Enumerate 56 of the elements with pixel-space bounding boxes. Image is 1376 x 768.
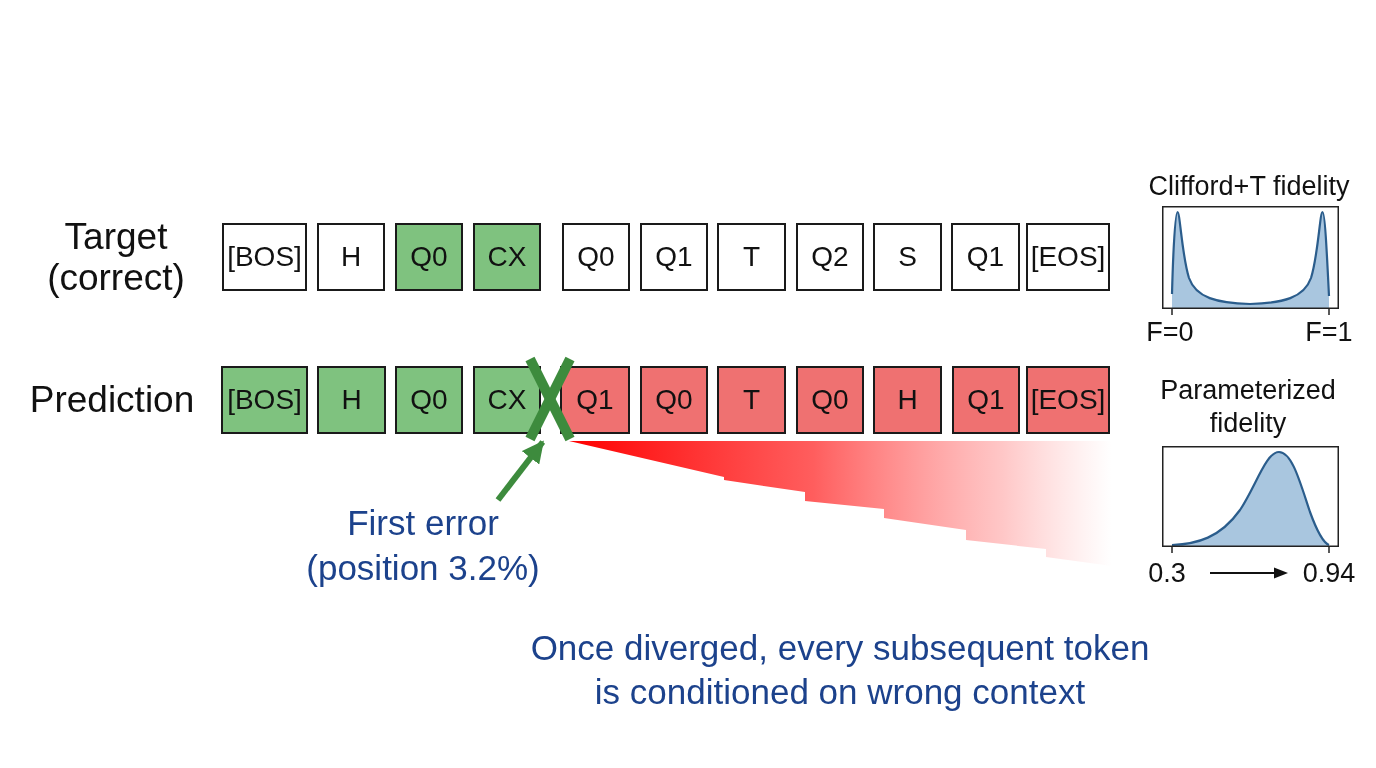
token-label: [EOS] [1030,241,1106,273]
token-box [473,366,541,434]
token-box [560,366,630,434]
row-label: Target (correct) [46,216,186,298]
callout-text: First error (position 3.2%) [305,502,541,589]
token-box [640,366,708,434]
token-label: Q0 [410,384,448,416]
token-label: [BOS] [227,384,302,416]
token-label: [BOS] [227,241,302,273]
cross-mark-icon [524,356,576,442]
token-box [222,223,307,291]
tick-label: F=0 [1146,316,1194,348]
arrow [495,440,546,502]
tick-label: 0.3 [1148,557,1186,589]
note-text: Once diverged, every subsequent token is conditioned on wrong context [529,627,1151,713]
token-box [873,223,942,291]
token-box [317,366,386,434]
token-label: Q2 [811,241,849,273]
token-label: H [897,384,918,416]
token-label: Q0 [577,241,615,273]
token-label: Q1 [967,384,1005,416]
tick-label: F=1 [1305,316,1353,348]
token-label: H [340,241,362,273]
token-box [562,223,630,291]
row-label: Prediction [29,379,195,421]
token-label: [EOS] [1030,384,1106,416]
token-box [640,223,708,291]
token-box [951,223,1020,291]
token-label: T [742,241,761,273]
token-label: CX [487,241,527,273]
token-label: H [341,384,362,416]
token-box [717,366,786,434]
token-box [1026,366,1110,434]
token-box [717,223,786,291]
chart-title: Clifford+T fidelity [1148,170,1350,202]
token-label: Q0 [655,384,693,416]
token-box [317,223,385,291]
token-label: Q1 [576,384,614,416]
token-label: CX [487,384,527,416]
token-box [1026,223,1110,291]
token-label: Q0 [811,384,849,416]
chart-title: Parameterized fidelity [1159,374,1337,440]
token-box [395,366,463,434]
token-box [952,366,1020,434]
token-box [221,366,308,434]
token-box [796,223,864,291]
token-label: T [742,384,761,416]
token-label: Q1 [655,241,693,273]
token-box [873,366,942,434]
token-label: Q0 [410,241,448,273]
token-label: S [898,241,917,273]
token-box [796,366,864,434]
tick-label: 0.94 [1302,557,1356,589]
token-box [473,223,541,291]
token-box [395,223,463,291]
token-label: Q1 [966,241,1005,273]
